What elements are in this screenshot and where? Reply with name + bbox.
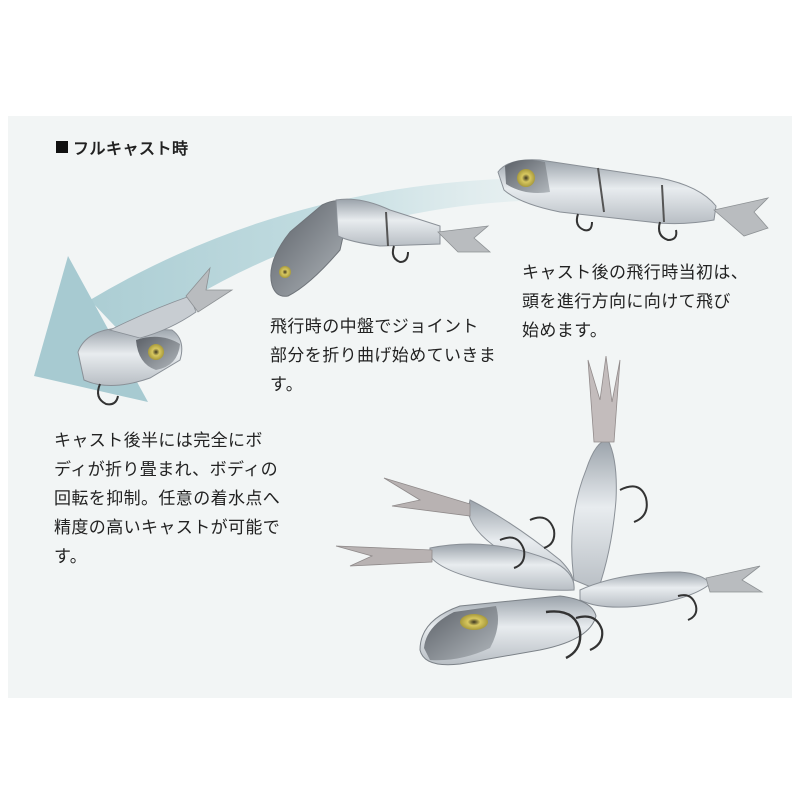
caption-flight-late: キャスト後半には完全にボ ディが折り畳まれ、ボディの 回転を抑制。任意の着水点へ… [54, 431, 281, 567]
black-square-icon [56, 141, 68, 153]
caption-flight-middle: 飛行時の中盤でジョイント 部分を折り曲げ始めていきま す。 [270, 317, 497, 395]
lure-folded-image [77, 266, 234, 406]
section-heading: フルキャスト時 [56, 135, 189, 159]
lure-sequence-image [335, 355, 764, 666]
section-title: フルキャスト時 [73, 139, 189, 158]
caption-flight-start: キャスト後の飛行時当初は、 頭を進行方向に向けて飛び 始めます。 [522, 263, 749, 341]
lure-straight-image [497, 159, 770, 242]
lure-bending-image [270, 198, 492, 297]
